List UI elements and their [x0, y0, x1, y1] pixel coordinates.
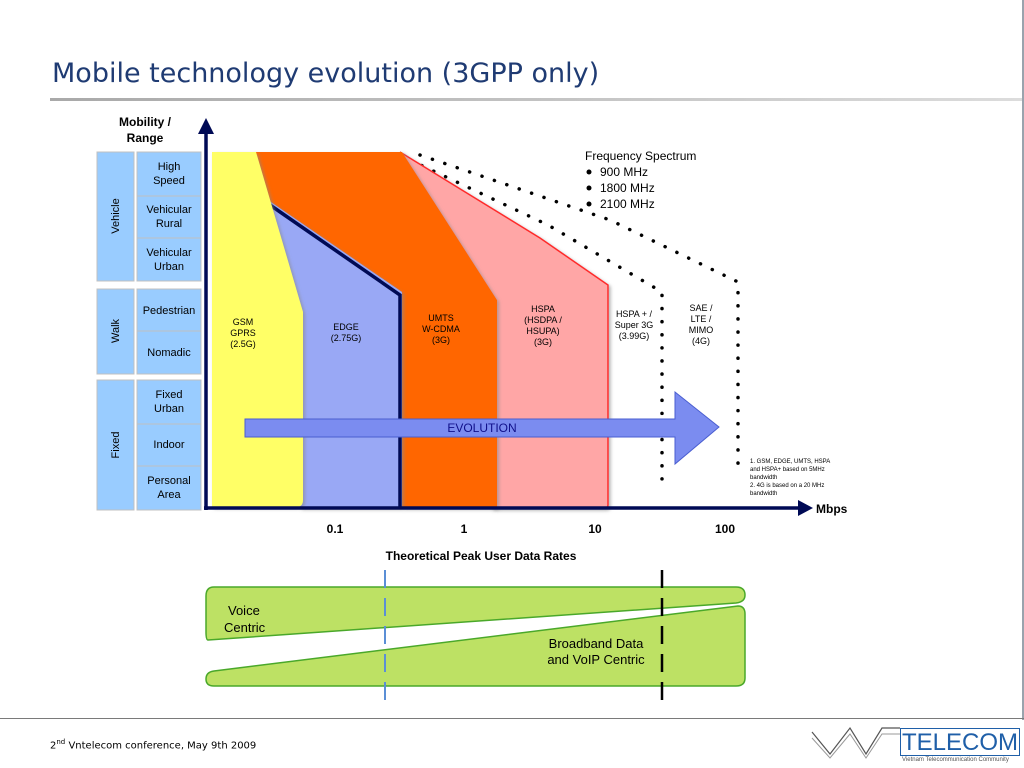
row-high-speed-line-1: High: [158, 161, 181, 173]
x-axis-arrowhead: [798, 500, 813, 516]
y-axis-label-line-2: Range: [127, 131, 164, 145]
bullet-icon: [586, 185, 592, 191]
logo-subtitle: Vietnam Telecommunication Community: [902, 757, 1009, 763]
evolution-label: EVOLUTION: [447, 421, 516, 435]
broadband-centric-line-1: Broadband Data: [549, 636, 644, 651]
footer-ordinal: 2: [50, 740, 57, 752]
note-line-5: bandwidth: [750, 491, 777, 497]
x-tick-100: 100: [715, 522, 735, 536]
label-umts-line-2: W-CDMA: [422, 324, 460, 334]
label-hspa-line-3: HSUPA): [526, 326, 559, 336]
bullet-icon: [586, 169, 592, 175]
title-rule: [50, 98, 1024, 101]
label-gsm-line-2: GPRS: [230, 328, 256, 338]
group-vehicle-label: Vehicle: [110, 198, 122, 233]
row-nomadic-line-1: Nomadic: [147, 347, 191, 359]
x-tick-0-1: 0.1: [327, 522, 344, 536]
y-axis-label-line-1: Mobility /: [119, 115, 172, 129]
label-gsm-line-1: GSM: [233, 317, 254, 327]
x-tick-10: 10: [588, 522, 602, 536]
label-hspa-line-1: HSPA: [531, 304, 555, 314]
x-tick-1: 1: [461, 522, 468, 536]
row-high-speed-line-2: Speed: [153, 175, 185, 187]
row-indoor-line-1: Indoor: [153, 439, 185, 451]
row-vehicular-rural-line-2: Rural: [156, 218, 182, 230]
row-personal-area-line-2: Area: [157, 489, 181, 501]
footer-text: 2nd Vntelecom conference, May 9th 2009: [50, 738, 256, 751]
note-line-3: bandwidth: [750, 475, 777, 481]
note-line-4: 2. 4G is based on a 20 MHz: [750, 483, 824, 489]
row-vehicular-urban-line-1: Vehicular: [146, 247, 192, 259]
y-axis-arrowhead: [198, 118, 214, 134]
label-edge-line-1: EDGE: [333, 322, 359, 332]
row-personal-area-line-1: Personal: [147, 475, 190, 487]
note-line-2: and HSPA+ based on 5MHz: [750, 467, 825, 473]
frequency-item-900: 900 MHz: [600, 165, 648, 179]
slide-right-border: [1022, 0, 1024, 720]
row-vehicular-urban-line-2: Urban: [154, 261, 184, 273]
label-hspa-line-4: (3G): [534, 337, 552, 347]
label-lte-line-2: LTE /: [691, 314, 712, 324]
row-fixed-urban-line-2: Urban: [154, 403, 184, 415]
evolution-arrow: [244, 390, 720, 466]
frequency-spectrum-title: Frequency Spectrum: [585, 149, 696, 163]
x-axis-title: Theoretical Peak User Data Rates: [386, 549, 577, 563]
label-lte-line-4: (4G): [692, 336, 710, 346]
logo-wave-icon: [811, 726, 900, 759]
footer-ordinal-suffix: nd: [56, 738, 66, 746]
footer-rule: [0, 718, 1024, 719]
broadband-centric-line-2: and VoIP Centric: [547, 652, 645, 667]
slide-title: Mobile technology evolution (3GPP only): [52, 58, 600, 89]
row-indoor: [136, 423, 202, 467]
label-umts-line-3: (3G): [432, 335, 450, 345]
label-lte-line-1: SAE /: [689, 303, 713, 313]
row-pedestrian-line-1: Pedestrian: [143, 305, 196, 317]
row-vehicular-rural: [136, 195, 202, 239]
mobility-table: Vehicle High Speed Vehicular Rural Vehic…: [96, 151, 202, 511]
x-axis-label: Mbps: [816, 502, 848, 516]
group-walk-cell: [96, 288, 135, 375]
label-lte-line-3: MIMO: [689, 325, 714, 335]
region-gsm: [212, 152, 303, 507]
note-line-1: 1. GSM, EDGE, UMTS, HSPA: [750, 459, 830, 465]
label-edge-line-2: (2.75G): [331, 333, 362, 343]
broadband-centric-band: [205, 605, 746, 687]
label-hspa-plus-line-2: Super 3G: [615, 320, 654, 330]
frequency-item-2100: 2100 MHz: [600, 197, 655, 211]
frequency-item-1800: 1800 MHz: [600, 181, 655, 195]
row-vehicular-urban: [136, 237, 202, 282]
vntelecom-logo: TELECOM Vietnam Telecommunication Commun…: [810, 724, 1020, 768]
group-walk-label: Walk: [110, 318, 122, 343]
row-nomadic: [136, 330, 202, 375]
group-fixed-label: Fixed: [110, 432, 122, 459]
voice-centric-band: [205, 586, 746, 641]
technology-evolution-diagram: Mobility / Range Vehicle High Speed Vehi…: [96, 115, 848, 705]
voice-centric-line-1: Voice: [228, 603, 260, 618]
label-hspa-plus-line-3: (3.99G): [619, 331, 650, 341]
label-umts-line-1: UMTS: [428, 313, 454, 323]
footer-conference: Vntelecom conference, May 9th 2009: [65, 740, 257, 752]
label-gsm-line-3: (2.5G): [230, 339, 256, 349]
row-high-speed: [136, 151, 202, 197]
row-personal-area: [136, 465, 202, 511]
label-hspa-line-2: (HSDPA /: [524, 315, 562, 325]
group-vehicle-cell: [96, 151, 135, 282]
voice-centric-line-2: Centric: [224, 620, 266, 635]
bullet-icon: [586, 201, 592, 207]
label-hspa-plus-line-1: HSPA + /: [616, 309, 653, 319]
row-vehicular-rural-line-1: Vehicular: [146, 204, 192, 216]
row-fixed-urban: [136, 379, 202, 425]
logo-word: TELECOM: [900, 728, 1020, 756]
group-fixed-cell: [96, 379, 135, 511]
row-fixed-urban-line-1: Fixed: [156, 389, 183, 401]
